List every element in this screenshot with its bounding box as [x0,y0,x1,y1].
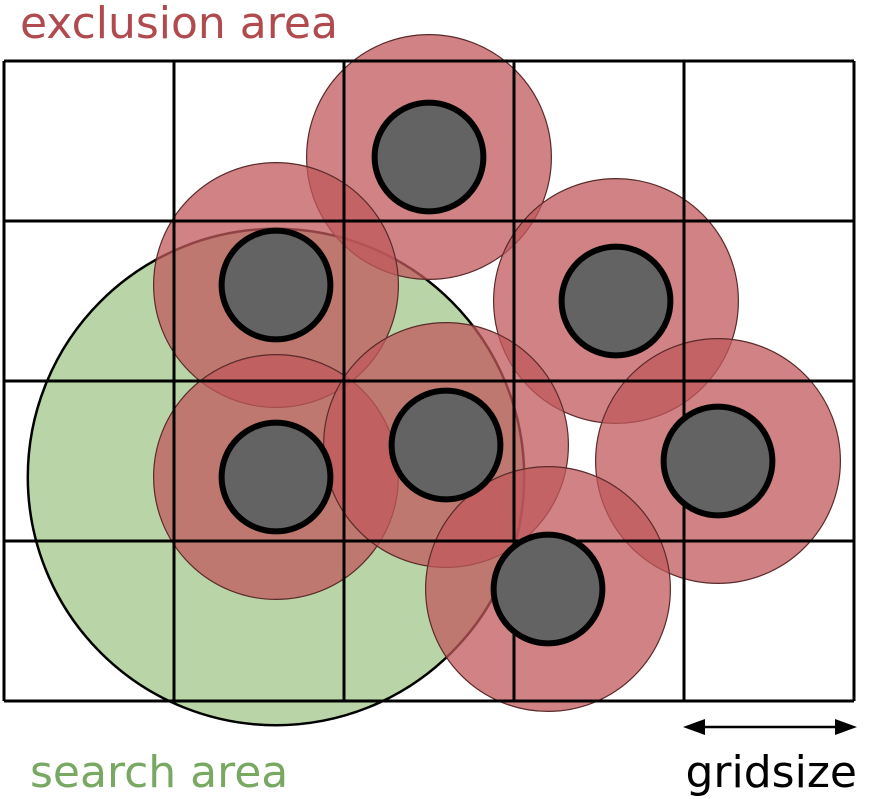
grid [2,59,856,703]
particle-circle [218,419,334,535]
gridsize-label: gridsize [686,747,858,798]
gridsize-indicator [683,719,857,735]
particles-layer [218,99,776,647]
gridsize-arrow-left-icon [683,719,705,735]
gridsize-arrow-right-icon [835,719,857,735]
exclusion-area-label: exclusion area [20,0,338,49]
particle-circle [558,243,674,359]
particle-circle [388,387,504,503]
particle-circle [218,227,334,343]
particle-circle [371,99,487,215]
search-area-label: search area [30,747,288,798]
particle-circle [490,531,606,647]
particle-circle [660,403,776,519]
